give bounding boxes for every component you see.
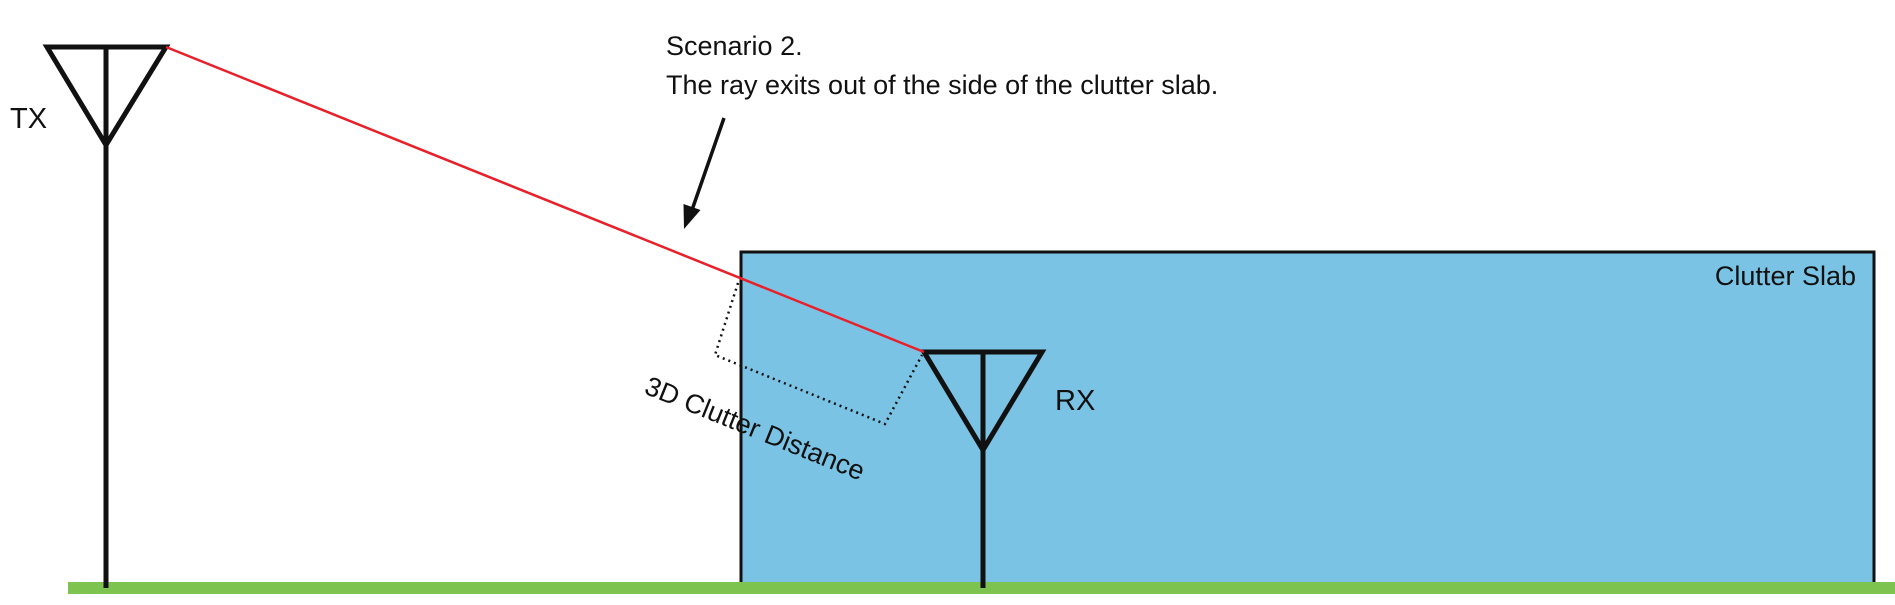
rx-label: RX <box>1055 385 1095 417</box>
clutter-distance-bracket <box>713 282 924 426</box>
ray-path <box>165 45 925 354</box>
annotation-arrow-shaft <box>690 117 726 211</box>
tx-antenna <box>42 44 171 588</box>
annotation-arrow-head <box>683 204 701 229</box>
rx-antenna <box>919 349 1047 588</box>
clutter-slab-label: Clutter Slab <box>1715 261 1856 291</box>
tx-label: TX <box>10 103 47 135</box>
scenario-title: Scenario 2. <box>666 31 803 61</box>
scenario-description: The ray exits out of the side of the clu… <box>666 70 1218 100</box>
clutter-slab <box>739 250 1876 587</box>
